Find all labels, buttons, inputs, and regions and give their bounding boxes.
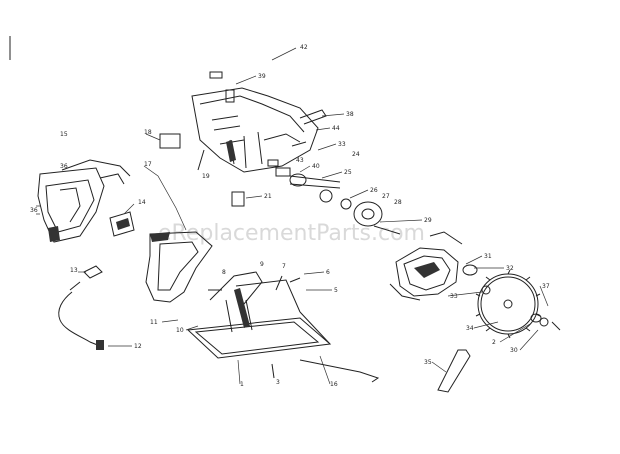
part-label: 9 <box>260 261 264 268</box>
part-label: 31 <box>484 253 492 260</box>
part-label: 34 <box>466 325 474 332</box>
shaft-assembly <box>267 159 401 235</box>
rear-handle <box>145 231 213 303</box>
part-label: 8 <box>222 269 226 276</box>
part-label: 15 <box>60 131 68 138</box>
part-label: 16 <box>330 381 338 388</box>
rip-fence <box>299 359 380 383</box>
bevel-bracket <box>208 275 301 291</box>
part-number-labels: 42 39 38 44 33 24 43 40 25 18 19 26 27 2… <box>30 44 550 388</box>
blade-wrench <box>437 349 471 393</box>
part-label: 1 <box>240 381 244 388</box>
part-label: 7 <box>282 263 286 270</box>
handle-housing <box>37 159 131 243</box>
screw-19 <box>197 149 205 171</box>
part-label: 25 <box>344 169 352 176</box>
part-label: 26 <box>370 187 378 194</box>
part-label: 44 <box>332 125 340 132</box>
motor-housing <box>191 87 327 173</box>
part-label: 19 <box>202 173 210 180</box>
part-label: 21 <box>264 193 272 200</box>
blade-washer <box>530 313 561 331</box>
part-label: 13 <box>70 267 78 274</box>
leader-lines <box>78 47 549 385</box>
part-label: 42 <box>300 44 308 51</box>
part-label: 35 <box>424 359 432 366</box>
part-label: 5 <box>334 287 338 294</box>
part-label: 18 <box>144 129 152 136</box>
saw-blade <box>475 269 541 339</box>
trigger-switch <box>109 211 135 237</box>
guard-spring <box>462 264 491 295</box>
part-label: 14 <box>138 199 146 206</box>
part-label: 36 <box>60 163 68 170</box>
part-label: 11 <box>150 319 158 326</box>
screw-16 <box>36 205 40 215</box>
part-label: 24 <box>352 151 360 158</box>
part-label: 3 <box>276 379 280 386</box>
lower-guard <box>389 231 463 301</box>
part-label: 43 <box>296 157 304 164</box>
part-label: 27 <box>382 193 390 200</box>
part-label: 38 <box>346 111 354 118</box>
part-label: 30 <box>510 347 518 354</box>
part-label: 28 <box>394 199 402 206</box>
part-label: 37 <box>542 283 550 290</box>
part-label: 32 <box>506 265 514 272</box>
part-label: 2 <box>492 339 496 346</box>
label-plate <box>159 133 181 149</box>
part-label: 39 <box>258 73 266 80</box>
power-cord <box>58 265 104 350</box>
part-label: 10 <box>176 327 184 334</box>
part-label: 33 <box>450 293 458 300</box>
part-label: 12 <box>134 343 142 350</box>
nameplate <box>231 191 245 207</box>
part-label: 40 <box>312 163 320 170</box>
part-label: 6 <box>326 269 330 276</box>
base-plate <box>186 271 332 359</box>
watermark: eReplacementParts.com <box>158 221 425 246</box>
part-label: 17 <box>144 161 152 168</box>
part-label: 33 <box>338 141 346 148</box>
leader-17 <box>143 165 187 231</box>
part-label: 29 <box>424 217 432 224</box>
screw-3 <box>271 363 275 379</box>
part-label: 36 <box>30 207 38 214</box>
brush-cap <box>209 71 235 103</box>
